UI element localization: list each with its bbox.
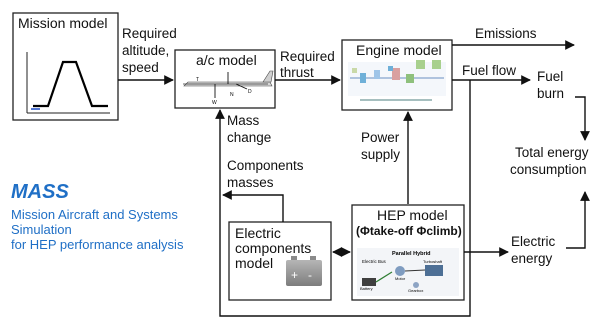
label-electric-energy-1: Electric (511, 234, 556, 249)
mission-model-block (12, 12, 119, 121)
label-components-masses-1: Components (227, 158, 304, 173)
electric-model-title-line3: model (235, 255, 274, 271)
label-power-supply-1: Power (361, 130, 400, 145)
aircraft-diagram: W N D T (183, 70, 274, 106)
hep-image-title: Parallel Hybrid (392, 251, 431, 257)
hep-architecture-diagram: Parallel Hybrid Electric Bus Battery Mot… (357, 248, 459, 296)
hep-model-title: HEP model (377, 207, 448, 223)
mission-model-title: Mission model (18, 15, 108, 31)
label-power-supply-2: supply (361, 147, 401, 162)
label-required-thrust-2: thrust (280, 65, 314, 80)
label-fuel-burn-2: burn (537, 86, 565, 101)
svg-text:D: D (248, 89, 252, 95)
mass-subtitle-line2: Simulation (11, 222, 72, 237)
hep-image-label-battery: Battery (360, 286, 373, 291)
hep-image-label-bus: Electric Bus (362, 259, 387, 264)
engine-model-title: Engine model (356, 42, 442, 58)
label-emissions: Emissions (475, 26, 537, 41)
engine-diagram (348, 60, 446, 101)
electric-model-title-line1: Electric (235, 225, 281, 241)
label-components-masses-2: masses (227, 175, 274, 190)
svg-text:N: N (230, 92, 234, 98)
label-required-altitude-3: speed (122, 60, 159, 75)
ac-model-block (174, 49, 276, 109)
arrow-mass-change (215, 80, 471, 317)
ac-model-title: a/c model (196, 52, 257, 68)
hep-formula: (Φtake-off Φclimb) (356, 224, 462, 238)
mass-title: MASS (11, 181, 69, 203)
label-total-energy-2: consumption (510, 162, 587, 177)
label-electric-energy-2: energy (511, 251, 553, 266)
battery-plus-sign: + (291, 268, 298, 282)
hep-image-label-motor: Motor (395, 276, 406, 281)
mass-subtitle-line1: Mission Aircraft and Systems (11, 207, 178, 222)
hep-image-label-turboshaft: Turboshaft (423, 259, 443, 264)
label-mass-change-2: change (227, 130, 272, 145)
hep-image-label-gearbox: Gearbox (408, 288, 423, 293)
altitude-profile-line (33, 60, 108, 108)
label-total-energy-1: Total energy (515, 145, 589, 160)
electric-model-title-line2: components (235, 240, 312, 256)
arrow-electric-energy-to-total (566, 191, 590, 249)
label-required-altitude-1: Required (122, 26, 177, 41)
battery-icon: + - (286, 256, 322, 286)
svg-text:T: T (196, 77, 199, 83)
mass-subtitle-line3: for HEP performance analysis (11, 237, 184, 252)
label-mass-change-1: Mass (227, 113, 260, 128)
label-required-altitude-2: altitude, (122, 43, 170, 58)
arrow-components-masses (222, 190, 284, 222)
label-fuel-flow: Fuel flow (462, 63, 517, 78)
mission-profile-chart (26, 52, 110, 114)
svg-text:W: W (212, 100, 217, 106)
arrow-fuel-burn-to-total (575, 96, 590, 141)
battery-minus-sign: - (308, 268, 312, 282)
label-fuel-burn-1: Fuel (537, 69, 564, 84)
label-required-thrust-1: Required (280, 49, 335, 64)
